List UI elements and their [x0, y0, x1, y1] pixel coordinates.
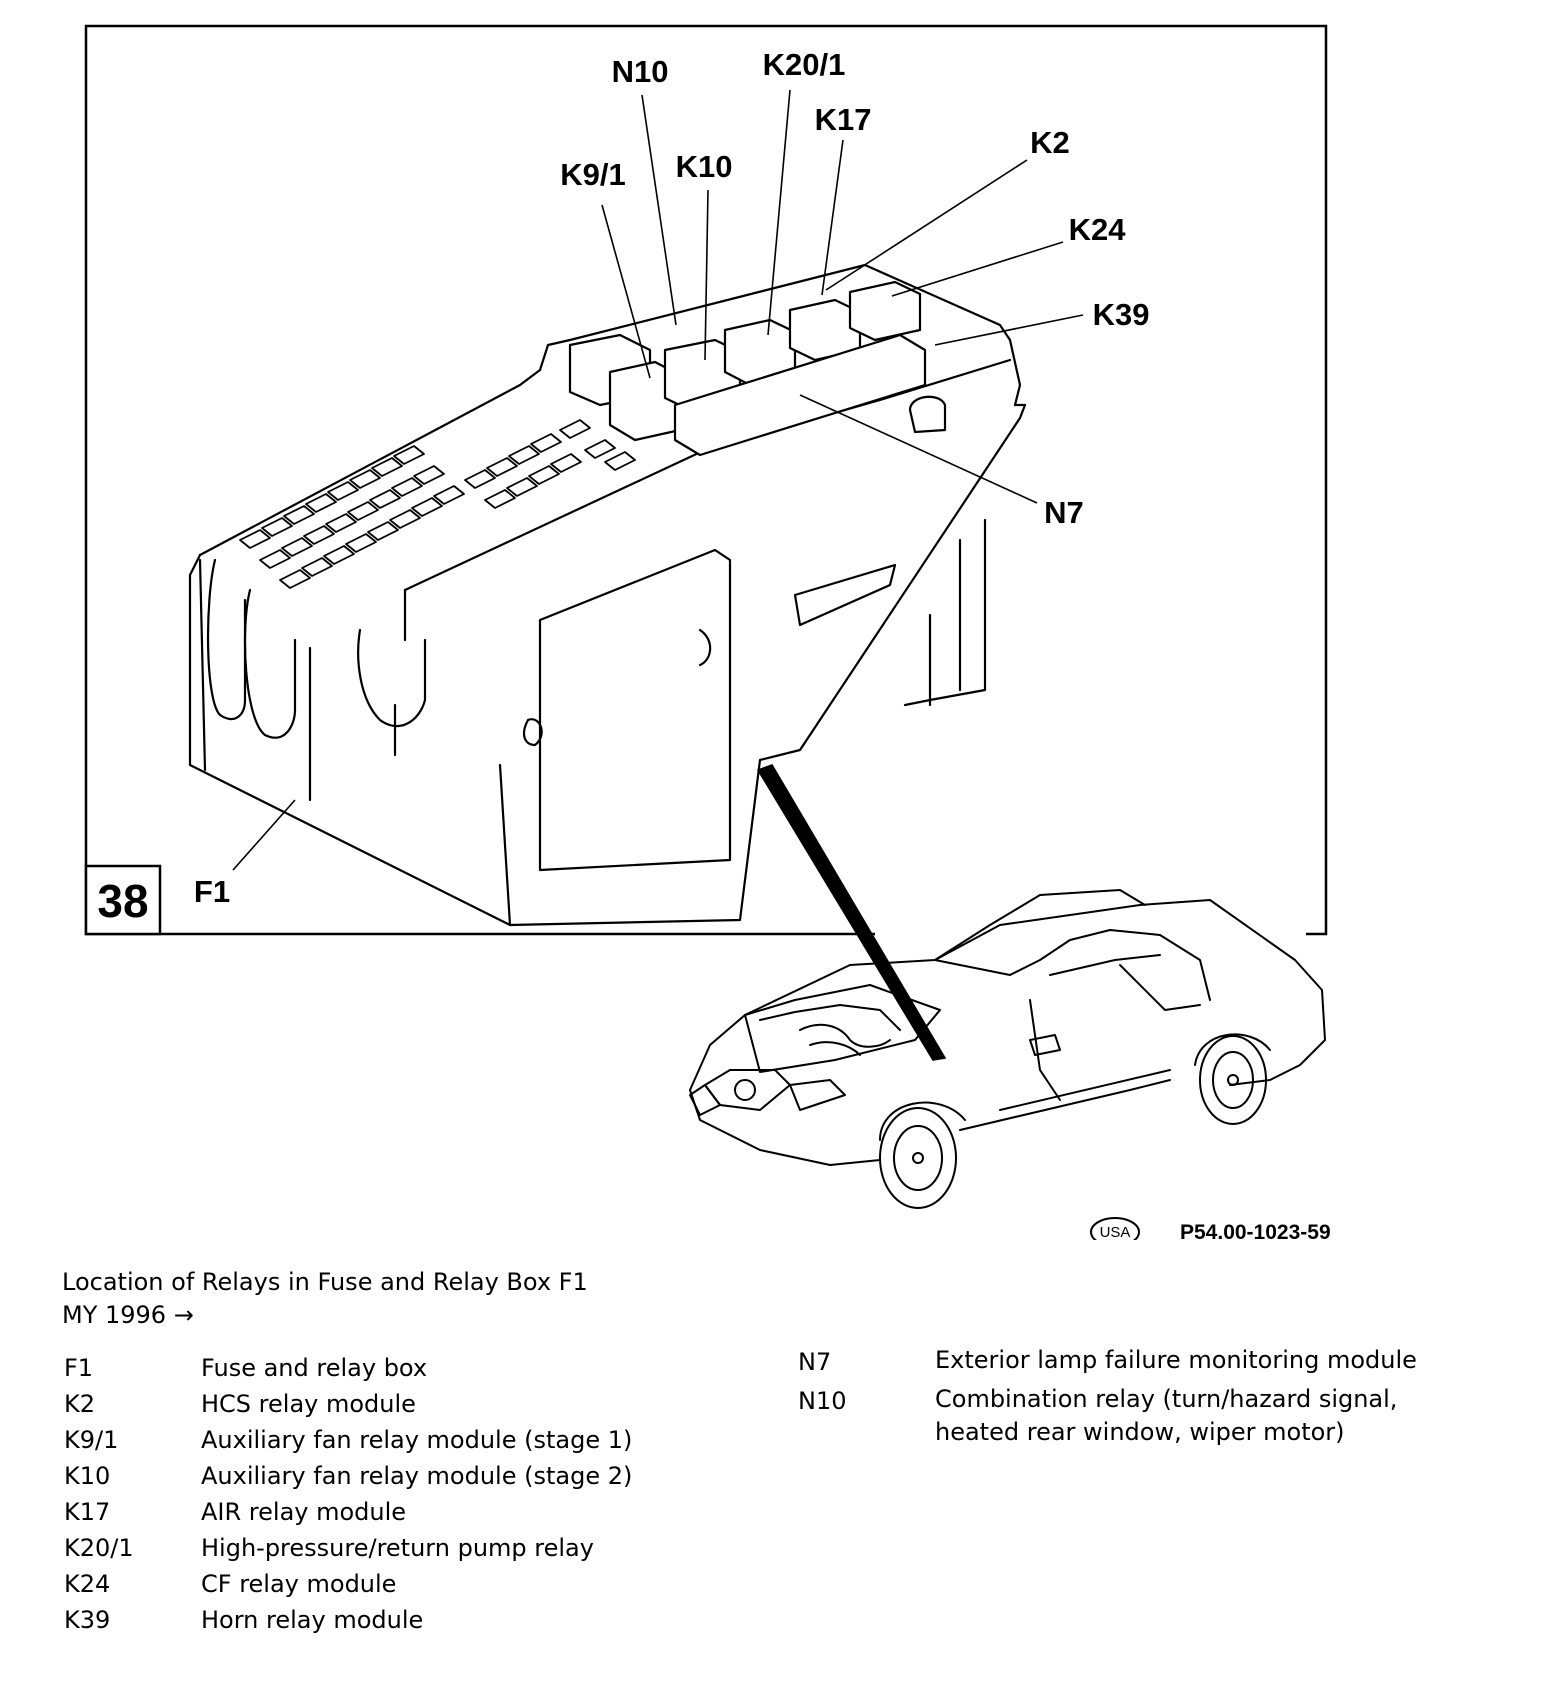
legend-description: Auxiliary fan relay module (stage 2) — [201, 1462, 633, 1490]
callout-n7: N7 — [1044, 495, 1084, 530]
legend-description: CF relay module — [201, 1570, 397, 1598]
legend-code: F1 — [64, 1354, 94, 1382]
legend-description: High-pressure/return pump relay — [201, 1534, 594, 1562]
legend-item: K17 AIR relay module — [64, 1494, 704, 1530]
usa-badge: USA — [1100, 1224, 1131, 1240]
fuse-box-illustration — [188, 263, 1027, 927]
legend-item: F1 Fuse and relay box — [64, 1350, 704, 1386]
legend-description-line: Combination relay (turn/hazard signal, — [935, 1385, 1398, 1413]
legend-code: N7 — [798, 1348, 832, 1376]
caption: Location of Relays in Fuse and Relay Box… — [62, 1266, 588, 1332]
legend-right: N7 Exterior lamp failure monitoring modu… — [798, 1344, 1458, 1452]
legend-item: K39 Horn relay module — [64, 1602, 704, 1638]
legend-description: Fuse and relay box — [201, 1354, 428, 1382]
legend-description: Exterior lamp failure monitoring module — [935, 1346, 1417, 1374]
leader-lines — [232, 89, 1084, 1061]
legend-description: AIR relay module — [201, 1498, 407, 1526]
legend-description-line: heated rear window, wiper motor) — [935, 1418, 1345, 1446]
legend-item: K10 Auxiliary fan relay module (stage 2) — [64, 1458, 704, 1494]
legend-code: K9/1 — [64, 1426, 119, 1454]
legend-code: K10 — [64, 1462, 111, 1490]
legend-code: K20/1 — [64, 1534, 134, 1562]
legend-description: HCS relay module — [201, 1390, 416, 1418]
legend-item: N7 Exterior lamp failure monitoring modu… — [798, 1344, 1458, 1380]
fuse-relay-box-diagram: 38 — [84, 24, 1331, 1240]
callout-k17: K17 — [815, 102, 872, 137]
figure-number: 38 — [97, 875, 148, 927]
legend-item: K24 CF relay module — [64, 1566, 704, 1602]
figure-reference: USA P54.00-1023-59 — [1090, 1217, 1331, 1240]
car-illustration — [689, 889, 1326, 1209]
legend-code: K39 — [64, 1606, 111, 1634]
reference-code: P54.00-1023-59 — [1180, 1221, 1331, 1240]
legend-code: K24 — [64, 1570, 111, 1598]
caption-title: Location of Relays in Fuse and Relay Box… — [62, 1268, 588, 1296]
caption-subtitle: MY 1996 → — [62, 1301, 194, 1329]
callout-labels: N10 K20/1 K17 K2 K9/1 K10 K24 K39 N7 F1 — [194, 47, 1150, 909]
legend-description: Horn relay module — [201, 1606, 424, 1634]
callout-n10: N10 — [612, 54, 669, 89]
legend-left: F1 Fuse and relay box K2 HCS relay modul… — [64, 1350, 704, 1638]
callout-k20-1: K20/1 — [763, 47, 846, 82]
legend-code: K2 — [64, 1390, 96, 1418]
figure-frame — [84, 24, 1328, 936]
figure-number-badge: 38 — [84, 864, 162, 936]
callout-k2: K2 — [1030, 125, 1070, 160]
legend-item: N10 Combination relay (turn/hazard signa… — [798, 1383, 1458, 1449]
legend-item: K9/1 Auxiliary fan relay module (stage 1… — [64, 1422, 704, 1458]
legend-description: Combination relay (turn/hazard signal, h… — [935, 1383, 1458, 1449]
callout-k39: K39 — [1093, 297, 1150, 332]
callout-f1: F1 — [194, 874, 230, 909]
legend-item: K20/1 High-pressure/return pump relay — [64, 1530, 704, 1566]
usa-badge-outline — [1090, 1217, 1140, 1240]
callout-k9-1: K9/1 — [560, 157, 625, 192]
legend-item: K2 HCS relay module — [64, 1386, 704, 1422]
legend-code: K17 — [64, 1498, 111, 1526]
callout-k10: K10 — [676, 149, 733, 184]
callout-k24: K24 — [1069, 212, 1127, 247]
legend-code: N10 — [798, 1387, 847, 1415]
legend-description: Auxiliary fan relay module (stage 1) — [201, 1426, 633, 1454]
